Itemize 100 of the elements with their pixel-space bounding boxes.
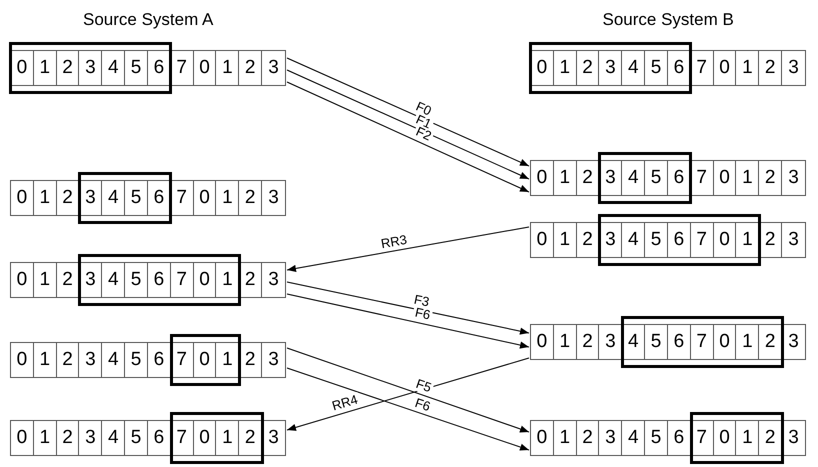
sequence-number-cell: 1 <box>34 263 57 297</box>
arrow <box>286 82 530 192</box>
number-strip <box>10 50 286 86</box>
sequence-number-cell: 1 <box>554 51 577 85</box>
sequence-number-cell: 6 <box>668 51 691 85</box>
sequence-number-cell: 2 <box>759 51 782 85</box>
sequence-number-cell: 6 <box>668 161 691 195</box>
sequence-number-cell: 0 <box>194 263 216 297</box>
arrow <box>286 368 530 451</box>
column-heading: Source System B <box>602 10 734 30</box>
sequence-number-cell: 1 <box>736 223 760 257</box>
sequence-number-cell-text: 3 <box>787 56 800 80</box>
sequence-number-cell: 5 <box>125 263 148 297</box>
sequence-number-cell: 0 <box>714 161 736 195</box>
sequence-number-cell-text: 3 <box>267 348 280 372</box>
sequence-number-cell: 6 <box>148 263 171 297</box>
sequence-number-cell: 7 <box>170 343 194 377</box>
sequence-number-cell: 5 <box>125 51 148 85</box>
number-strip <box>10 342 286 378</box>
number-strip <box>530 222 806 258</box>
sequence-number-cell: 1 <box>736 161 760 195</box>
sequence-number-cell: 1 <box>736 421 760 455</box>
sequence-number-cell: 2 <box>56 51 80 85</box>
sequence-number-cell: 6 <box>148 421 171 455</box>
sequence-number-cell: 3 <box>599 223 622 257</box>
sequence-number-cell: 2 <box>239 421 262 455</box>
sequence-number-cell: 0 <box>531 161 554 195</box>
sequence-number-cell: 5 <box>645 223 668 257</box>
sequence-number-cell: 0 <box>11 263 34 297</box>
sequence-number-cell: 3 <box>599 51 622 85</box>
sequence-number-cell: 1 <box>736 325 760 359</box>
sequence-number-cell: 1 <box>216 51 240 85</box>
sequence-number-cell: 4 <box>622 51 646 85</box>
sequence-number-cell: 5 <box>645 51 668 85</box>
sequence-number-cell: 7 <box>690 51 714 85</box>
sequence-number-cell: 0 <box>531 421 554 455</box>
sequence-number-cell: 3 <box>79 263 102 297</box>
sequence-number-cell: 1 <box>736 51 760 85</box>
sequence-number-cell: 7 <box>690 421 714 455</box>
sequence-number-cell: 6 <box>668 421 691 455</box>
number-strip <box>10 180 286 216</box>
sequence-number-cell: 2 <box>56 343 80 377</box>
sequence-number-cell: 0 <box>531 51 554 85</box>
sequence-number-cell: 3 <box>79 421 102 455</box>
sequence-number-cell: 0 <box>714 421 736 455</box>
sequence-number-cell: 0 <box>194 51 216 85</box>
sequence-number-cell: 2 <box>576 421 600 455</box>
sequence-number-cell: 2 <box>239 263 262 297</box>
sequence-number-cell: 4 <box>622 223 646 257</box>
sequence-number-cell: 6 <box>148 181 171 215</box>
sequence-number-cell-text: 3 <box>787 426 800 450</box>
sequence-number-cell: 1 <box>34 51 57 85</box>
sequence-number-cell: 2 <box>56 263 80 297</box>
sequence-number-cell: 5 <box>125 343 148 377</box>
sequence-number-cell: 4 <box>102 421 126 455</box>
sequence-number-cell: 3 <box>79 181 102 215</box>
sequence-number-cell: 2 <box>759 223 782 257</box>
number-strip <box>530 420 806 456</box>
sequence-number-cell: 2 <box>239 343 262 377</box>
sequence-number-cell: 1 <box>216 181 240 215</box>
sequence-number-cell-text: 3 <box>267 186 280 210</box>
number-strip <box>530 160 806 196</box>
sequence-number-cell: 4 <box>102 263 126 297</box>
sequence-number-cell: 3 <box>79 343 102 377</box>
sequence-number-cell: 7 <box>170 263 194 297</box>
arrow <box>286 226 530 272</box>
sequence-number-cell-text: 3 <box>787 166 800 190</box>
sequence-number-cell: 4 <box>622 161 646 195</box>
sequence-number-cell: 2 <box>759 421 782 455</box>
sequence-number-cell-text: 3 <box>267 56 280 80</box>
sequence-number-cell: 0 <box>194 181 216 215</box>
sequence-number-cell: 7 <box>170 51 194 85</box>
arrow <box>286 282 530 335</box>
sequence-number-cell: 5 <box>645 325 668 359</box>
number-strip <box>10 420 286 456</box>
sequence-number-cell: 0 <box>714 51 736 85</box>
arrow <box>286 58 530 166</box>
sequence-number-cell: 1 <box>554 223 577 257</box>
sequence-number-cell: 0 <box>531 223 554 257</box>
sequence-number-cell: 2 <box>576 223 600 257</box>
sequence-number-cell: 1 <box>34 343 57 377</box>
number-strip <box>530 324 806 360</box>
sequence-number-cell: 7 <box>690 223 714 257</box>
sequence-number-cell: 6 <box>668 325 691 359</box>
sequence-number-cell: 3 <box>599 161 622 195</box>
sequence-number-cell: 6 <box>148 51 171 85</box>
sequence-number-cell: 0 <box>11 421 34 455</box>
sequence-number-cell: 0 <box>714 223 736 257</box>
sequence-number-cell: 3 <box>599 325 622 359</box>
sequence-number-cell: 0 <box>531 325 554 359</box>
sequence-number-cell-text: 3 <box>787 330 800 354</box>
sequence-number-cell: 7 <box>690 161 714 195</box>
sequence-number-cell: 3 <box>599 421 622 455</box>
sequence-number-cell: 1 <box>554 325 577 359</box>
sequence-number-cell: 7 <box>690 325 714 359</box>
column-heading: Source System A <box>83 10 214 30</box>
sequence-number-cell: 2 <box>56 421 80 455</box>
sequence-number-cell: 1 <box>554 421 577 455</box>
sequence-number-cell: 6 <box>148 343 171 377</box>
sequence-number-cell: 4 <box>622 421 646 455</box>
